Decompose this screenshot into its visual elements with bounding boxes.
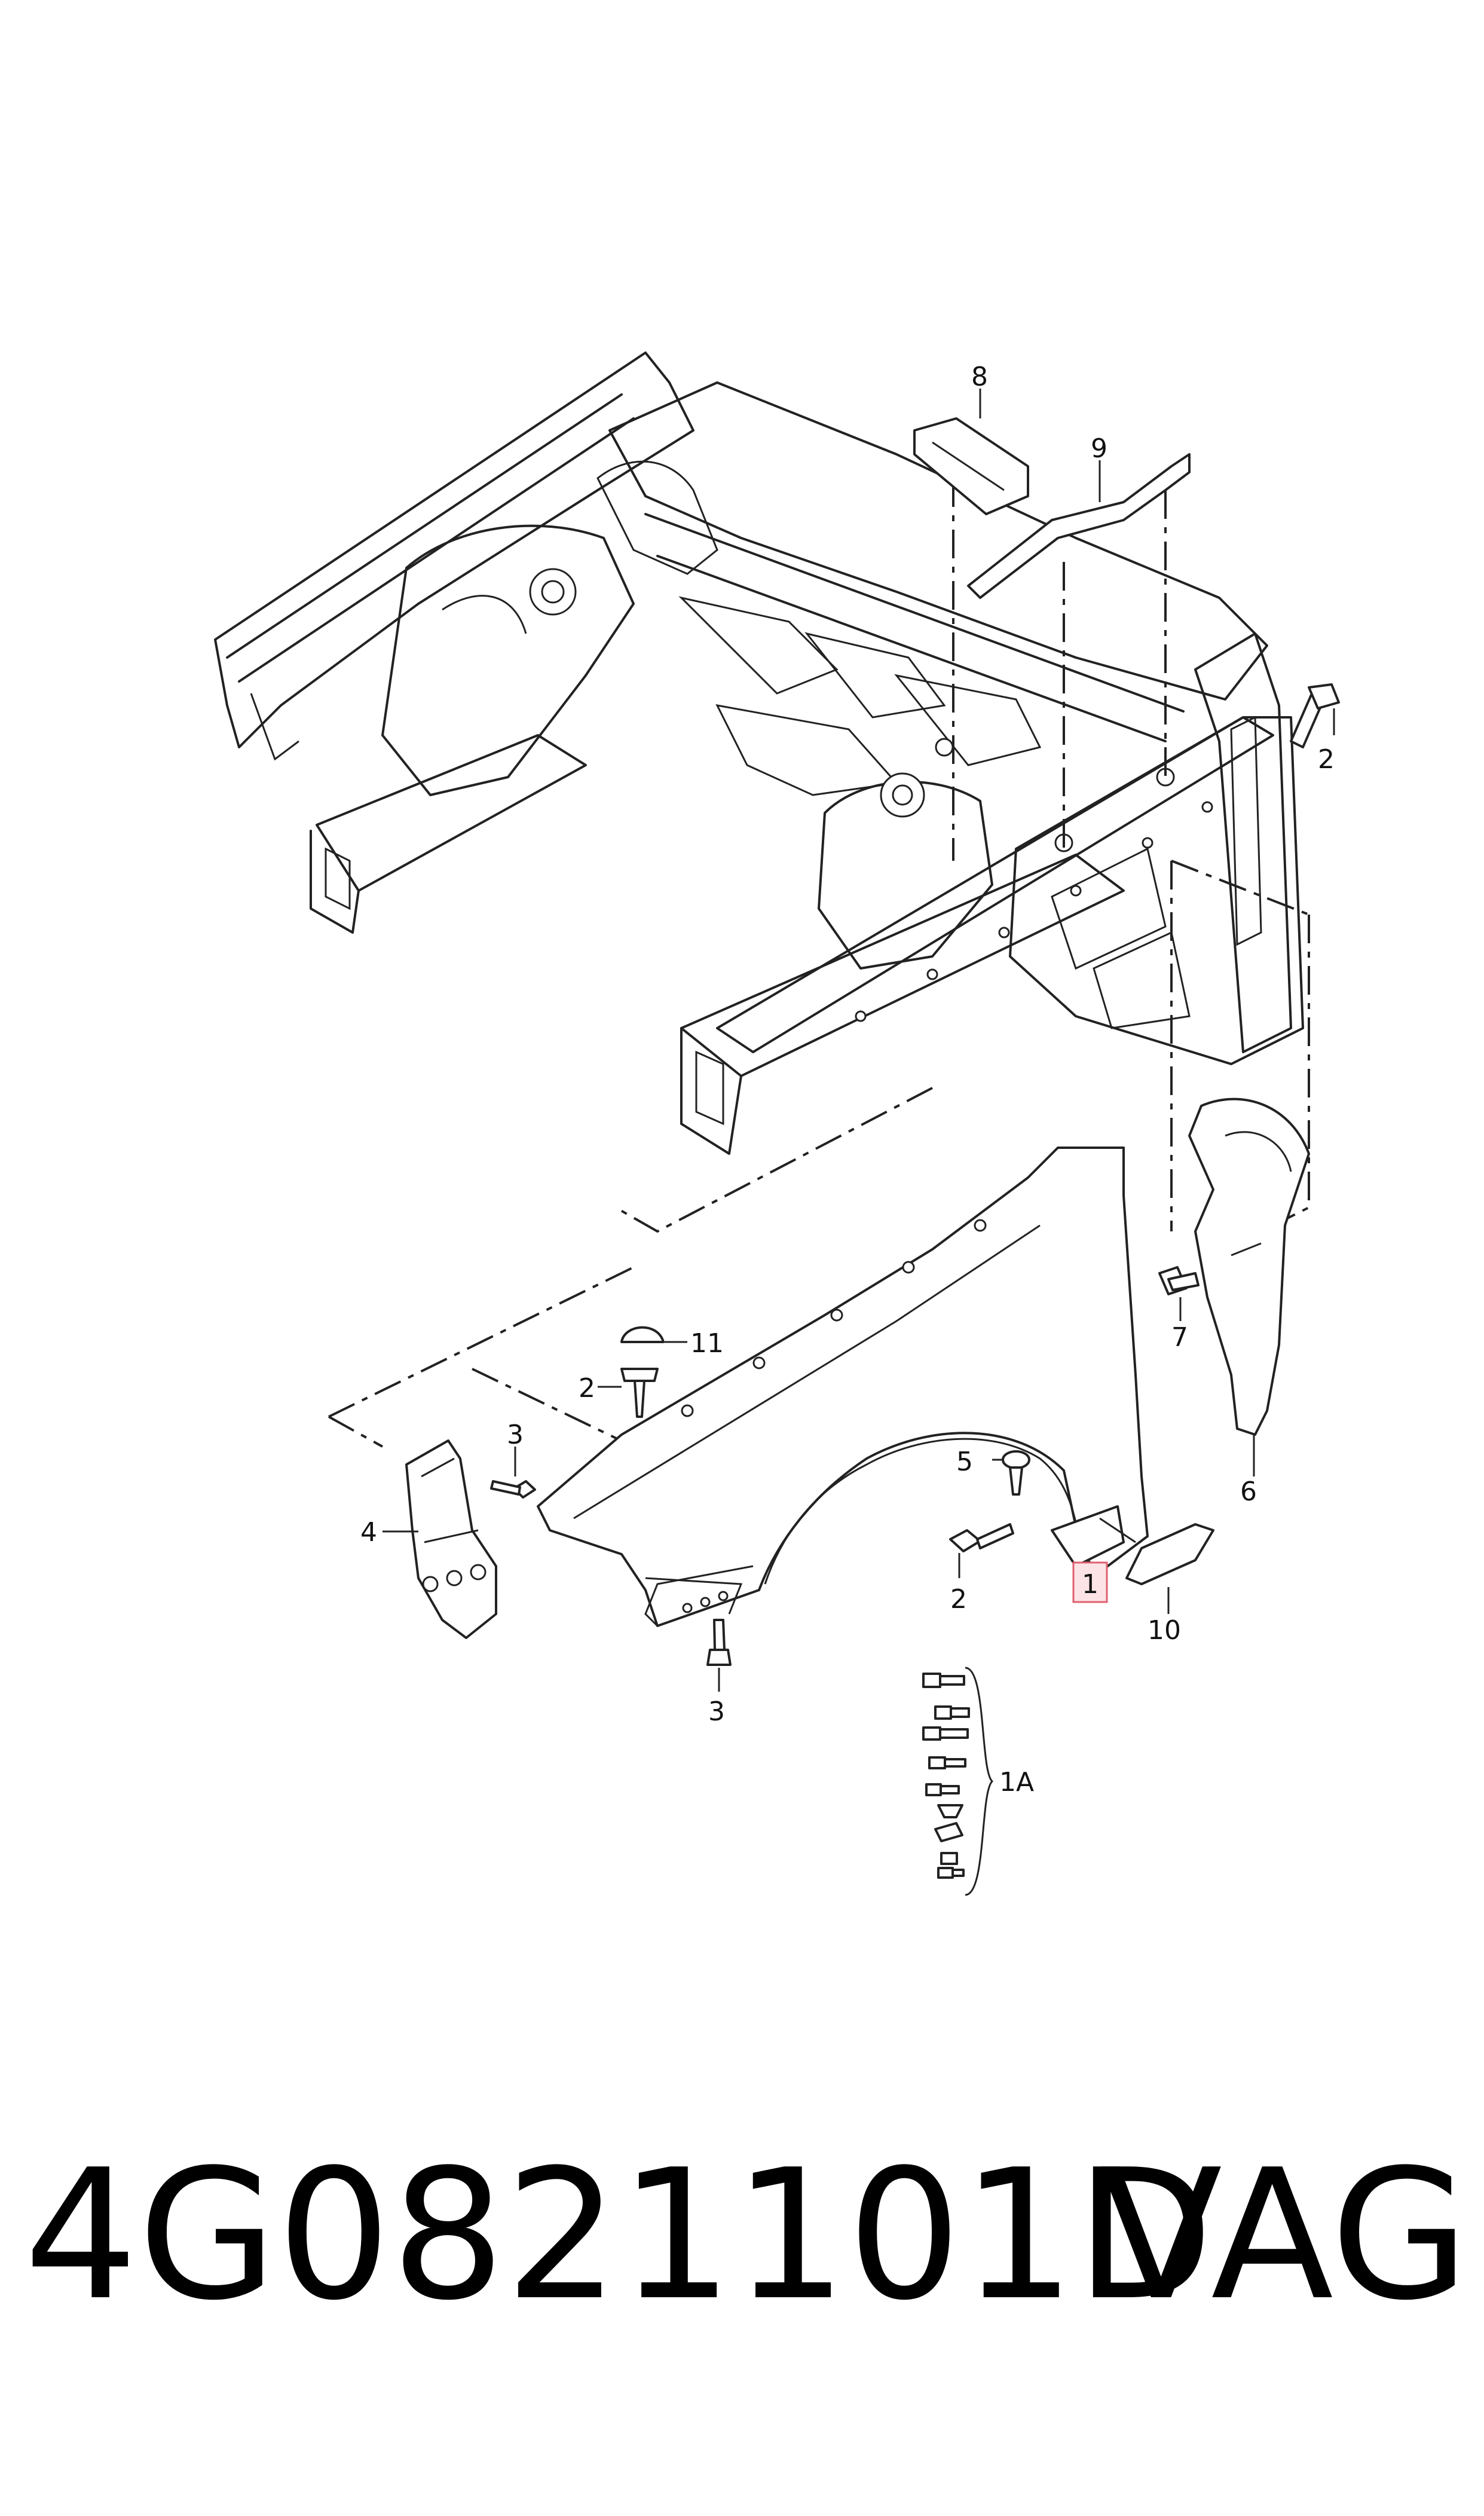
- kit-item: [934, 1822, 963, 1842]
- part-11-cap: [620, 1326, 687, 1343]
- part-5-screw: [992, 1450, 1030, 1496]
- callout-7: 7: [1171, 1322, 1188, 1353]
- kit-item: [934, 1705, 970, 1720]
- callout-2-mid: 2: [579, 1373, 595, 1404]
- callout-1-highlight: [1072, 1561, 1108, 1603]
- callout-10: 10: [1148, 1615, 1181, 1646]
- part-1A-hardware-kit: [922, 1667, 994, 1896]
- callout-8: 8: [971, 362, 988, 392]
- part-4-bracket: [383, 1439, 497, 1639]
- part-number: 4G0821101D: [24, 2131, 1214, 2340]
- part-1-fender: [537, 1147, 1149, 1627]
- callout-labels: 8 9 2 11 2 3 4 7 6 5 2 1 10 3 1A: [360, 362, 1335, 1797]
- kit-item: [922, 1673, 965, 1688]
- kit-item: [928, 1756, 966, 1769]
- part-10-cover: [1099, 1517, 1214, 1614]
- part-9-seal: [967, 453, 1191, 599]
- part-7-clip: [1158, 1266, 1200, 1321]
- body-structure: [214, 351, 1304, 1155]
- callout-6: 6: [1240, 1476, 1257, 1507]
- callout-4: 4: [360, 1517, 377, 1548]
- kit-item: [937, 1804, 963, 1818]
- callout-9: 9: [1091, 433, 1107, 464]
- callout-1A: 1A: [999, 1767, 1034, 1797]
- part-2-mid-screw: [598, 1368, 659, 1418]
- part-6-liner: [1188, 1097, 1310, 1476]
- part-3-left-bolt: [490, 1447, 536, 1499]
- callout-11: 11: [690, 1328, 724, 1359]
- callout-2-low: 2: [950, 1584, 967, 1615]
- part-8-bracket: [913, 389, 1029, 515]
- callout-1: 1: [1082, 1569, 1099, 1600]
- callout-2-top: 2: [1318, 744, 1335, 775]
- callout-3-left: 3: [507, 1420, 524, 1450]
- fender-holes: [681, 1219, 987, 1613]
- brand-label: VAG: [1100, 2131, 1470, 2340]
- kit-item: [937, 1867, 965, 1879]
- part-2-top-bolt: [1290, 683, 1340, 748]
- callout-3-low: 3: [708, 1696, 725, 1727]
- kit-item: [925, 1783, 960, 1796]
- part-3-low-bolt: [706, 1619, 732, 1692]
- part-2-low-bolt: [949, 1523, 1014, 1578]
- kit-item: [922, 1726, 969, 1741]
- kit-item: [940, 1852, 958, 1865]
- callout-5: 5: [956, 1447, 973, 1477]
